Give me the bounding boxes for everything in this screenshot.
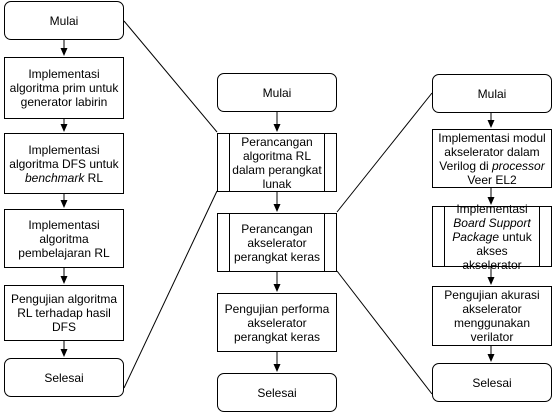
node-text-segment: Pengujian akurasi akselerator menggunaka…	[444, 288, 540, 344]
node-text: Pengujian performa akselerator perangkat…	[222, 302, 332, 344]
node-text-segment: Implementasi algoritma prim untuk genera…	[9, 67, 119, 109]
node-text-segment: Pengujian algoritma RL terhadap hasil DF…	[10, 292, 118, 334]
left-step-4: Pengujian algoritma RL terhadap hasil DF…	[4, 285, 124, 341]
node-text: Pengujian akurasi akselerator menggunaka…	[437, 288, 547, 344]
node-text-segment: Perancangan akselerator perangkat keras	[233, 221, 321, 264]
node-text: Perancangan akselerator perangkat keras	[232, 222, 322, 264]
node-text-segment: Implementasi modul akselerator dalam Ver…	[438, 130, 546, 173]
middle-step-3: Pengujian performa akselerator perangkat…	[217, 293, 337, 352]
zoom-line-left-bottom	[123, 190, 218, 389]
right-end-node: Selesai	[432, 363, 552, 402]
zoom-line-right-bottom	[336, 270, 433, 395]
middle-end-node: Selesai	[217, 373, 337, 412]
left-step-3: Implementasi algoritma pembelajaran RL	[4, 209, 124, 268]
node-text: Perancangan algoritma RL dalam perangkat…	[232, 135, 322, 191]
node-text: Pengujian algoritma RL terhadap hasil DF…	[9, 292, 119, 334]
node-text-italic: processor	[492, 158, 545, 173]
middle-start-node: Mulai	[217, 73, 337, 112]
node-text: Implementasi algoritma prim untuk genera…	[9, 67, 119, 109]
left-step-2: Implementasi algoritma DFS untuk benchma…	[4, 133, 124, 194]
node-text-segment: Perancangan algoritma RL dalam perangkat…	[232, 134, 322, 191]
node-text-segment: Pengujian performa akselerator perangkat…	[224, 301, 330, 344]
right-start-node: Mulai	[432, 74, 552, 113]
node-text-italic: benchmark	[24, 170, 85, 185]
node-text: Implementasi algoritma DFS untuk benchma…	[9, 143, 119, 185]
node-text-segment: Implementasi algoritma pembelajaran RL	[18, 217, 110, 260]
node-text-segment: Veer EL2	[467, 172, 517, 187]
node-text-segment: untuk akses akselerator	[462, 229, 532, 272]
right-step-3: Pengujian akurasi akselerator menggunaka…	[432, 286, 552, 346]
node-text: Implementasi Board Support Package untuk…	[447, 202, 537, 272]
node-text: Implementasi algoritma pembelajaran RL	[9, 218, 119, 260]
node-text-italic: Board Support Package	[452, 215, 531, 244]
node-text: Implementasi modul akselerator dalam Ver…	[437, 131, 547, 187]
zoom-line-right-top	[336, 92, 433, 213]
zoom-line-left-top	[123, 20, 218, 133]
right-step-1: Implementasi modul akselerator dalam Ver…	[432, 129, 552, 188]
middle-step-2: Perancangan akselerator perangkat keras	[217, 213, 337, 272]
middle-step-1: Perancangan algoritma RL dalam perangkat…	[217, 133, 337, 192]
node-text-segment: Implementasi algoritma DFS untuk	[9, 142, 119, 171]
node-text-segment: RL	[84, 170, 104, 185]
left-start-node: Mulai	[4, 1, 124, 40]
left-end-node: Selesai	[4, 358, 124, 397]
node-text-segment: Implementasi	[456, 201, 528, 216]
left-step-1: Implementasi algoritma prim untuk genera…	[4, 57, 124, 119]
right-step-2: Implementasi Board Support Package untuk…	[432, 202, 552, 272]
